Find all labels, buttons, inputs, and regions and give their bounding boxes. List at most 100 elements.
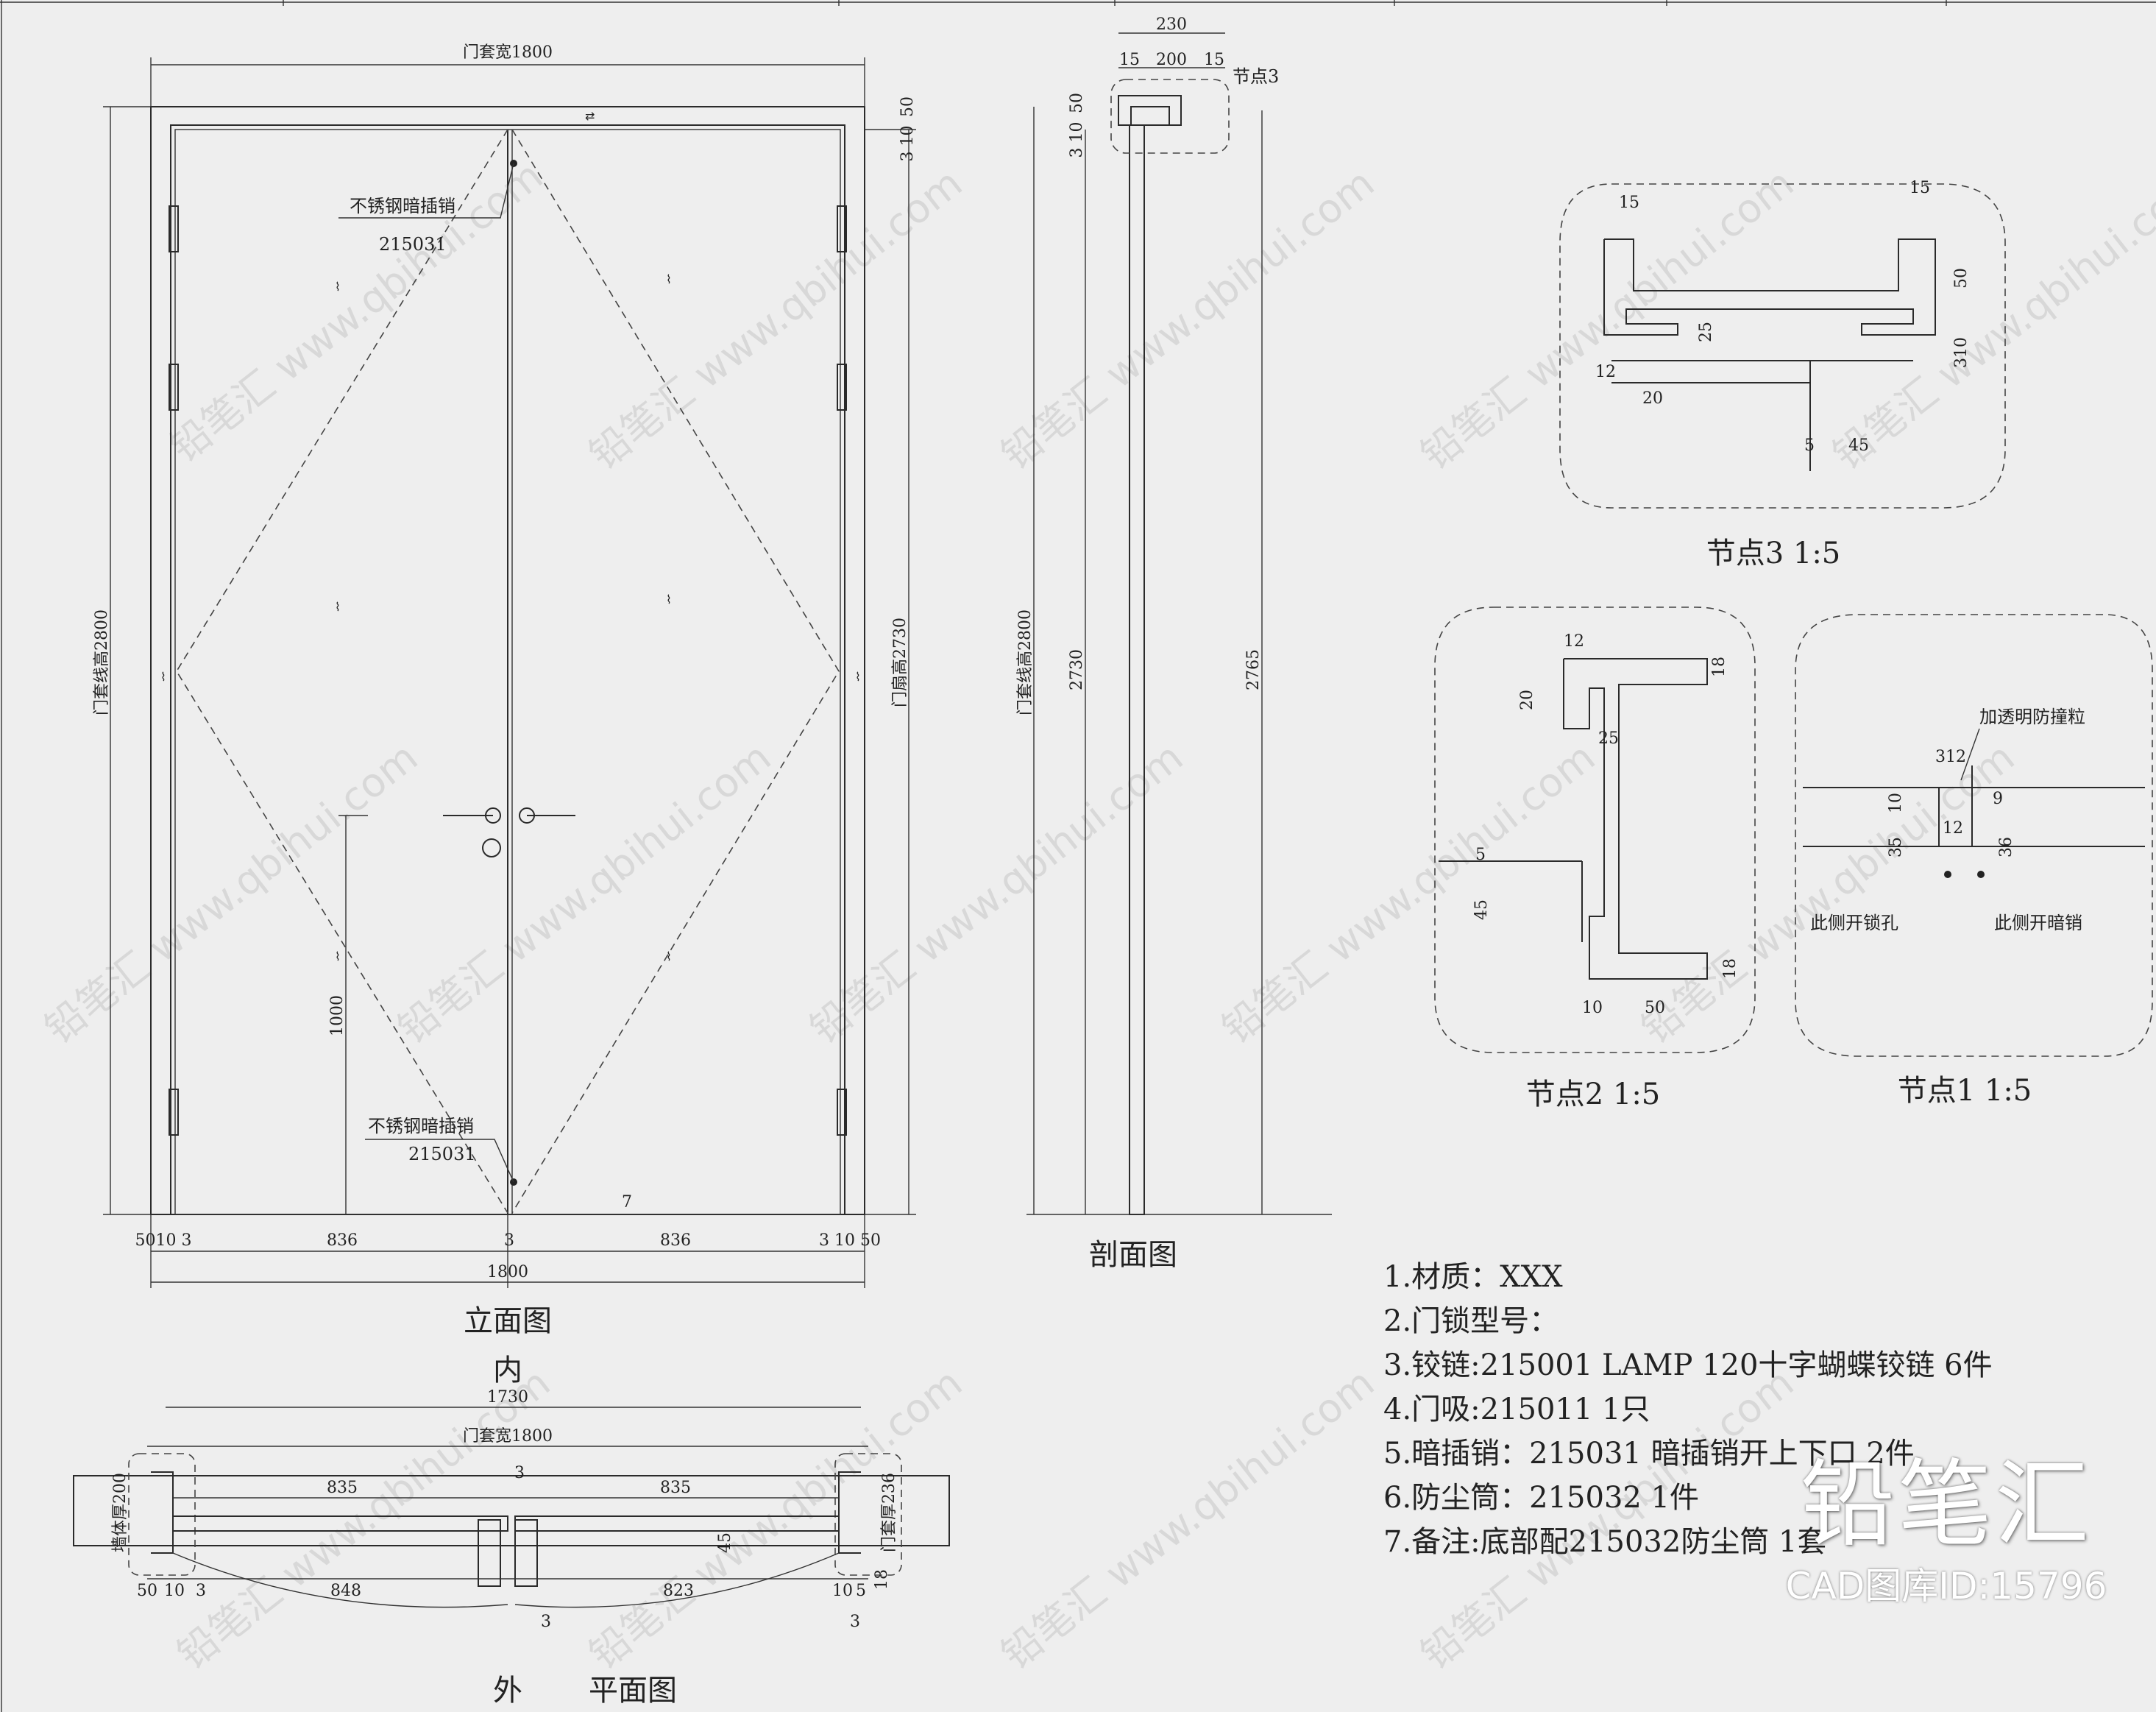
node1-title: 节点1 1:5	[1898, 1074, 2032, 1108]
svg-text:10: 10	[1887, 793, 1905, 813]
dim-handle-height: 1000	[328, 995, 347, 1036]
svg-text:20: 20	[1642, 389, 1663, 408]
section-node-ref: 节点3	[1233, 66, 1279, 87]
node1-left-label: 此侧开锁孔	[1810, 913, 1898, 933]
svg-text:45: 45	[1848, 436, 1869, 455]
svg-text:⌇: ⌇	[335, 600, 341, 614]
bolt-top-code: 215031	[379, 234, 447, 255]
brand-logo: 铅笔汇 CAD图库ID:15796	[1755, 1454, 2138, 1610]
svg-text:3: 3	[196, 1582, 206, 1600]
svg-text:25: 25	[1598, 729, 1619, 748]
section-view: 节点3 230 15 200 15 50 3 10 门套线高2800 2730 …	[1016, 15, 1332, 1272]
svg-text:5: 5	[1475, 846, 1486, 864]
svg-text:铅笔汇 www.qbihui.com: 铅笔汇 www.qbihui.com	[801, 734, 1191, 1053]
note-line: 6.防尘筒：215032 1件	[1383, 1481, 1700, 1515]
svg-text:3: 3	[850, 1613, 860, 1631]
right-leaf-swing	[511, 129, 840, 1214]
plan-dim-frame-width: 门套宽1800	[463, 1427, 553, 1446]
elevation-title: 立面图	[464, 1304, 552, 1338]
svg-text:835: 835	[327, 1479, 358, 1497]
note-line: 2.门锁型号：	[1383, 1304, 1559, 1338]
plan-dim-frame-thick: 门套厚236	[880, 1473, 898, 1552]
svg-text:15: 15	[1619, 194, 1639, 212]
section-dim-frame-height: 门套线高2800	[1016, 609, 1035, 715]
hinge-icon	[169, 205, 847, 1136]
section-dim-total: 2765	[1244, 649, 1263, 690]
svg-text:铅笔汇 www.qbihui.com: 铅笔汇 www.qbihui.com	[1824, 160, 2156, 478]
svg-text:铅笔汇 www.qbihui.com: 铅笔汇 www.qbihui.com	[993, 1359, 1383, 1678]
svg-text:15: 15	[1119, 51, 1140, 69]
plan-dim-wall: 墙体厚200	[111, 1473, 130, 1552]
dim-bottom-total: 1800	[487, 1263, 528, 1281]
bolt-bottom-label: 不锈钢暗插销	[368, 1116, 474, 1136]
inside-label: 内	[493, 1354, 522, 1387]
node1-right-label: 此侧开暗销	[1994, 913, 2082, 933]
svg-text:5010 3: 5010 3	[135, 1231, 192, 1250]
spec-notes: 1.材质：XXX 2.门锁型号： 3.铰链:215001 LAMP 120十字蝴…	[1383, 1255, 2119, 1564]
svg-text:3 10: 3 10	[1068, 122, 1086, 158]
svg-text:848: 848	[330, 1582, 361, 1600]
svg-text:铅笔汇 www.qbihui.com: 铅笔汇 www.qbihui.com	[1213, 734, 1603, 1053]
svg-text:18: 18	[1721, 958, 1740, 979]
swing-mark-icons: ⌇ ⌇ ⌇ ⌇ ⌇ ⌇ ⌇ ⌇ ⇄	[160, 109, 861, 963]
svg-text:⌇: ⌇	[666, 272, 672, 286]
svg-text:835: 835	[660, 1479, 691, 1497]
svg-text:⌇: ⌇	[160, 670, 166, 684]
left-leaf-swing	[176, 129, 508, 1214]
svg-text:50: 50	[1645, 999, 1665, 1017]
svg-text:5: 5	[856, 1582, 866, 1600]
elevation-view: 不锈钢暗插销 215031 不锈钢暗插销 215031 ⌇ ⌇ ⌇ ⌇ ⌇ ⌇ …	[93, 43, 917, 1387]
section-dim-leaf: 2730	[1068, 649, 1086, 690]
plan-title: 平面图	[589, 1674, 677, 1708]
svg-text:3 10: 3 10	[898, 126, 917, 162]
node3-title: 节点3 1:5	[1706, 537, 1841, 570]
svg-text:25: 25	[1697, 322, 1715, 342]
node2-title: 节点2 1:5	[1526, 1078, 1661, 1111]
svg-text:3 10 50: 3 10 50	[819, 1231, 881, 1250]
note-line: 5.暗插销：215031 暗插销开上下口 2件	[1383, 1437, 1915, 1471]
svg-text:12: 12	[1564, 632, 1584, 651]
svg-text:⌇: ⌇	[666, 593, 672, 606]
note-line: 3.铰链:215001 LAMP 120十字蝴蝶铰链 6件	[1383, 1348, 1993, 1382]
svg-text:18: 18	[1710, 657, 1728, 677]
svg-text:铅笔汇 www.qbihui.com: 铅笔汇 www.qbihui.com	[993, 160, 1383, 478]
note-line: 4.门吸:215011 1只	[1383, 1393, 1650, 1426]
plan-left-leaf	[172, 1515, 508, 1532]
svg-text:823: 823	[663, 1582, 694, 1600]
note-line: 1.材质：XXX	[1383, 1260, 1563, 1294]
bolt-top-label: 不锈钢暗插销	[350, 196, 455, 216]
svg-text:铅笔汇 www.qbihui.com: 铅笔汇 www.qbihui.com	[36, 734, 426, 1053]
svg-text:200: 200	[1156, 51, 1187, 69]
outside-label: 外	[493, 1674, 522, 1708]
svg-text:⌇: ⌇	[666, 949, 672, 963]
svg-text:⇄: ⇄	[585, 109, 595, 123]
svg-text:3: 3	[504, 1231, 514, 1250]
node3-detail: 15 15 50 25 310 12 20 5 45 节点3 1:5	[1559, 179, 2006, 570]
svg-text:50: 50	[898, 96, 917, 117]
svg-text:⌇: ⌇	[855, 670, 861, 684]
svg-text:⌇: ⌇	[335, 949, 341, 963]
svg-text:836: 836	[660, 1231, 691, 1250]
plan-wall	[73, 1475, 950, 1546]
node1-bumper-label: 加透明防撞粒	[1979, 707, 2085, 727]
section-leaf	[1129, 124, 1145, 1215]
door-handle-icon	[443, 807, 575, 857]
svg-text:36: 36	[1997, 837, 2015, 857]
svg-text:230: 230	[1156, 15, 1187, 34]
svg-text:铅笔汇 www.qbihui.com: 铅笔汇 www.qbihui.com	[581, 160, 971, 478]
bolt-bottom-code: 215031	[408, 1144, 476, 1164]
svg-text:铅笔汇 www.qbihui.com: 铅笔汇 www.qbihui.com	[1633, 734, 2023, 1053]
svg-text:310: 310	[1952, 337, 1971, 368]
section-title: 剖面图	[1089, 1238, 1177, 1272]
svg-text:12: 12	[1595, 363, 1616, 381]
svg-text:3: 3	[541, 1613, 551, 1631]
svg-text:45: 45	[1472, 899, 1491, 920]
svg-text:⌇: ⌇	[335, 280, 341, 294]
plan-view: 1730 门套宽1800 墙体厚200 门套厚236 3 835 835 45 …	[73, 1388, 950, 1708]
svg-text:35: 35	[1887, 837, 1905, 857]
dim-left-height: 门套线高2800	[93, 609, 111, 715]
cad-id: CAD图库ID:15796	[1785, 1565, 2107, 1607]
svg-text:15: 15	[1909, 179, 1930, 197]
